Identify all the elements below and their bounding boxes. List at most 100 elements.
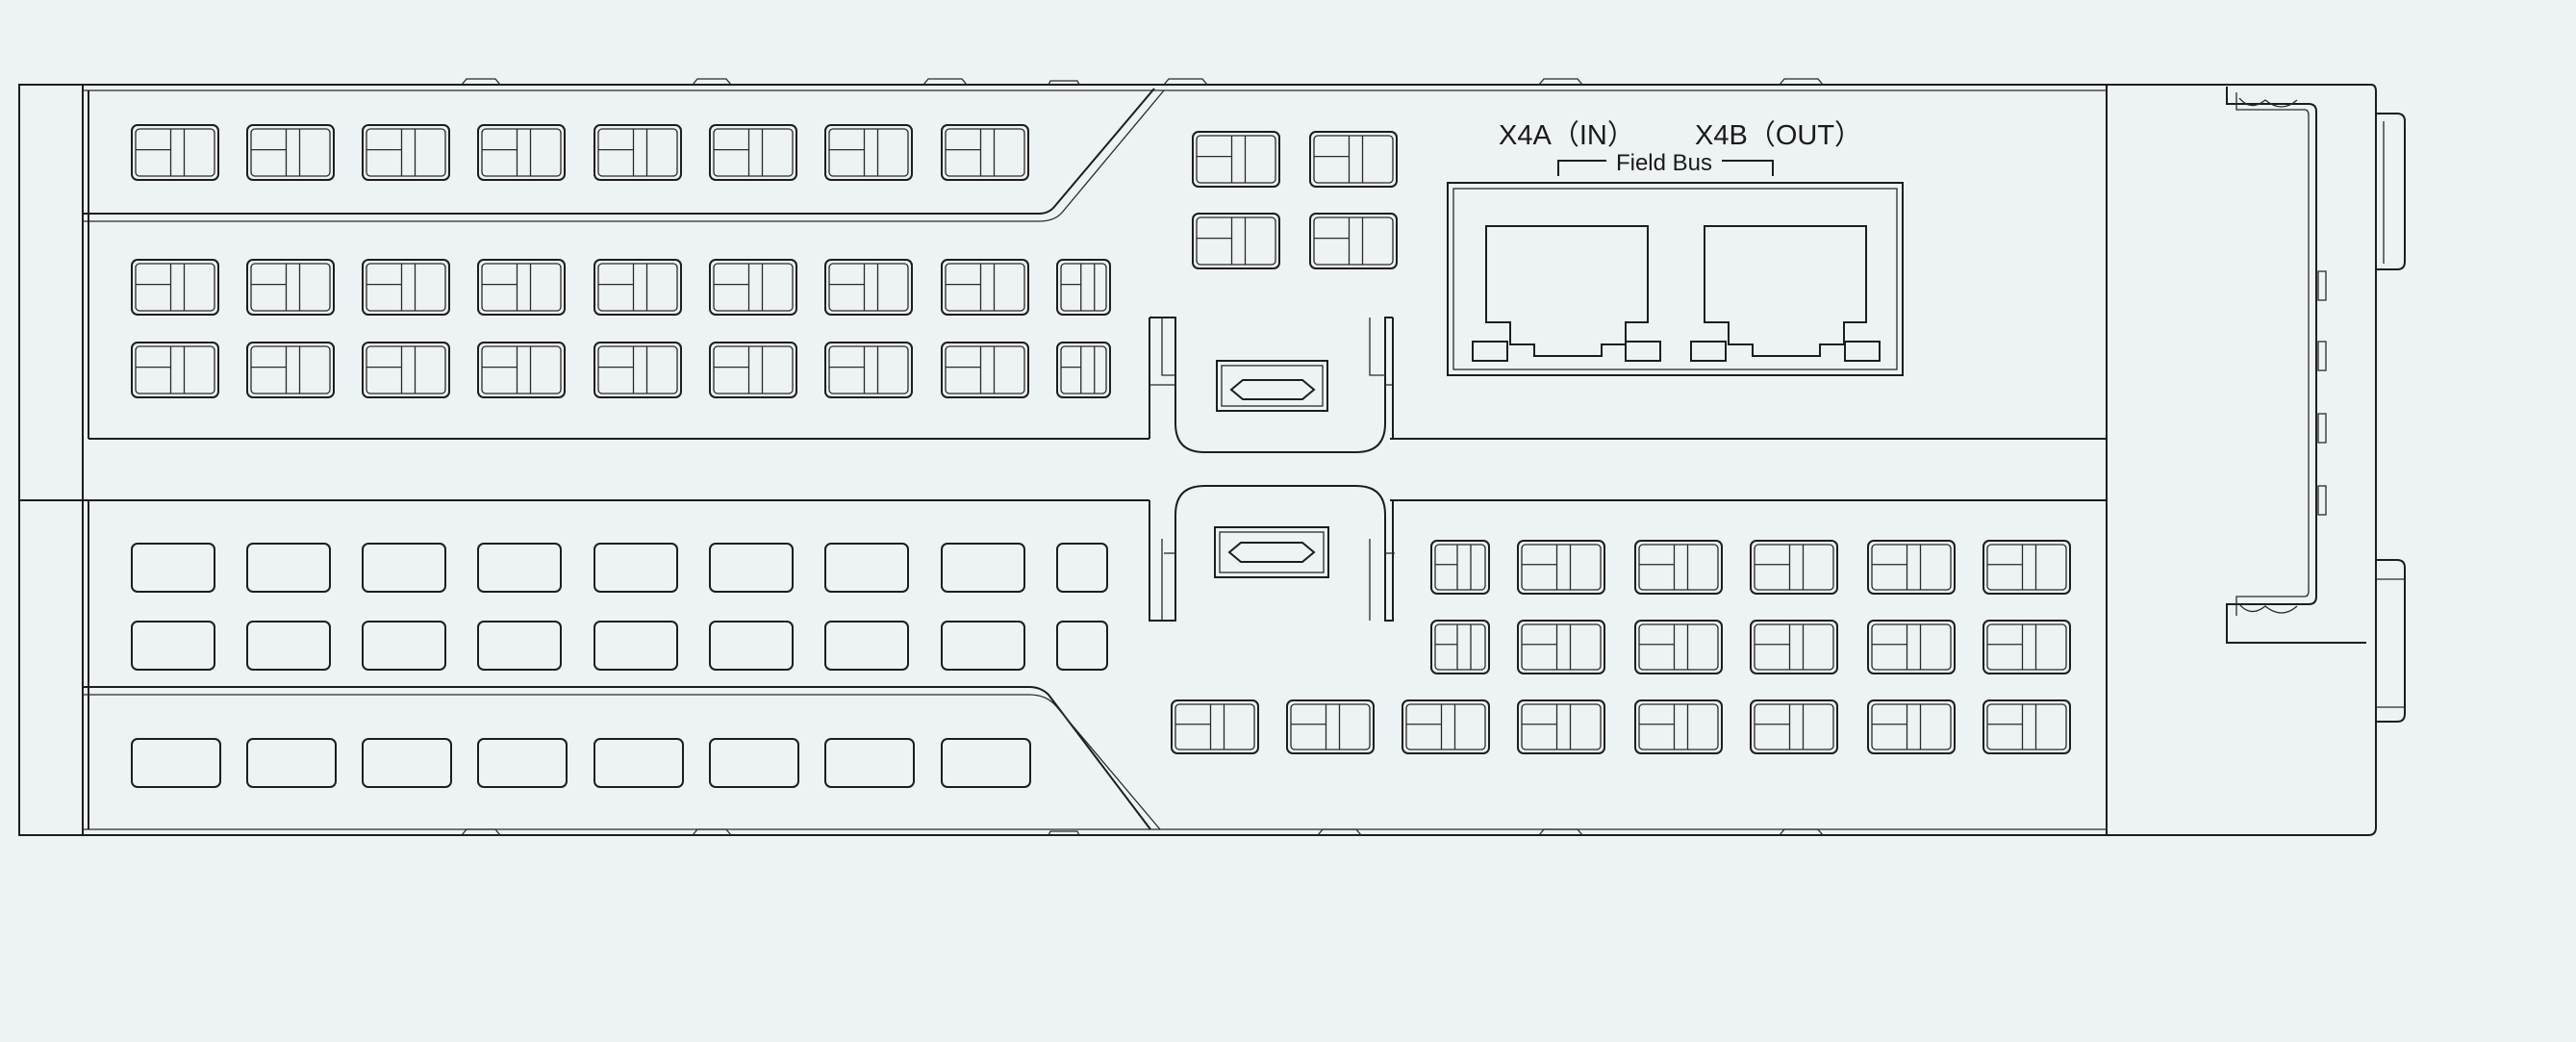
vent-slot <box>477 342 566 398</box>
vent-slot <box>824 124 913 181</box>
ethernet-port-block: X4A（IN） X4B（OUT） Field Bus <box>1447 120 1904 376</box>
vent-slot <box>824 543 909 593</box>
vent-slot-detail <box>1435 624 1472 670</box>
upper-vent-panel <box>83 88 1165 440</box>
vent-slot-detail <box>1755 624 1805 670</box>
vent-slot-detail <box>598 264 648 311</box>
vent-slot <box>1634 699 1723 754</box>
port-b-label: X4B（OUT） <box>1695 120 1862 151</box>
lower-diagonal-panel <box>83 686 1161 830</box>
vent-slot <box>362 342 450 398</box>
vent-slot <box>1634 540 1723 595</box>
vent-slot <box>1056 621 1108 671</box>
vent-slot-detail <box>136 129 186 176</box>
vent-slot <box>246 621 331 671</box>
vent-slot <box>1402 699 1490 754</box>
vent-slot <box>1192 213 1280 269</box>
vent-slot <box>824 738 915 788</box>
vent-slot-inner <box>135 128 215 177</box>
vent-slot <box>709 342 797 398</box>
vent-slot-detail <box>251 346 301 394</box>
vent-slot-detail <box>1061 346 1096 394</box>
vent-slot-inner <box>250 128 331 177</box>
vent-slot <box>593 259 682 316</box>
vent-slot-detail <box>1061 264 1096 311</box>
vent-slot-inner <box>1871 703 1952 750</box>
led-in-right <box>1625 341 1661 362</box>
vent-slot <box>709 543 794 593</box>
bus-label: Field Bus <box>1616 150 1712 176</box>
vent-slot-detail <box>946 264 996 311</box>
vent-slot <box>1309 213 1398 269</box>
vent-slot <box>1192 131 1280 188</box>
vent-slot <box>246 543 331 593</box>
led-in-left <box>1472 341 1508 362</box>
module-housing <box>18 78 2108 836</box>
vent-slot-inner <box>250 345 331 394</box>
vent-slot-inner <box>713 128 794 177</box>
vent-slot <box>709 259 797 316</box>
led-out-left <box>1690 341 1727 362</box>
vent-slot <box>362 124 450 181</box>
center-latch-area <box>1149 317 1395 622</box>
vent-slot <box>1983 540 2071 595</box>
vent-slot <box>362 738 452 788</box>
vent-slot-inner <box>828 263 909 312</box>
vent-slot <box>941 621 1025 671</box>
lower-connector-slot <box>1214 526 1329 578</box>
vent-slot-detail <box>829 129 879 176</box>
vent-slot <box>131 124 219 181</box>
rj45-port-out <box>1704 225 1867 357</box>
vent-slot-inner <box>1871 544 1952 591</box>
vent-slot <box>709 738 799 788</box>
vent-slot <box>1750 540 1838 595</box>
vent-slot <box>593 342 682 398</box>
vent-slot <box>1750 620 1838 674</box>
vent-slot-detail <box>136 264 186 311</box>
vent-slot-inner <box>1638 703 1719 750</box>
vent-slot <box>1634 620 1723 674</box>
vent-slot-inner <box>1754 623 1834 671</box>
vent-slot-detail <box>1987 545 2037 590</box>
middle-separator <box>83 438 2107 829</box>
vent-slot-inner <box>1196 216 1276 266</box>
vent-slot <box>246 259 335 316</box>
vent-slot-inner <box>1521 544 1602 591</box>
vent-slot-detail <box>1314 136 1364 183</box>
vent-slot <box>1517 699 1605 754</box>
vent-slot-detail <box>1872 545 1922 590</box>
vent-slot-inner <box>597 263 678 312</box>
rj45-port-in <box>1485 225 1649 357</box>
vent-slot-detail <box>1522 545 1572 590</box>
vent-slot <box>131 259 219 316</box>
vent-slot-detail <box>1639 624 1689 670</box>
vent-slot-inner <box>597 345 678 394</box>
vent-slot <box>1867 620 1956 674</box>
vent-slot <box>1056 543 1108 593</box>
vent-slot-detail <box>1522 624 1572 670</box>
vent-slot <box>941 124 1029 181</box>
vent-slot <box>1430 540 1490 595</box>
vent-slot <box>824 342 913 398</box>
vent-slot <box>1056 342 1111 398</box>
din-rail-clip <box>2107 84 2406 836</box>
vent-slot-detail <box>1639 545 1689 590</box>
vent-slot <box>1517 620 1605 674</box>
vent-slot-detail <box>482 129 532 176</box>
led-out-right <box>1844 341 1881 362</box>
vent-slot-detail <box>1755 545 1805 590</box>
vent-slot-inner <box>1638 544 1719 591</box>
left-end-cap <box>18 84 84 836</box>
vent-slot-inner <box>1313 135 1394 184</box>
vent-slot-detail <box>946 346 996 394</box>
vent-slot <box>477 124 566 181</box>
vent-slot <box>593 543 678 593</box>
vent-slot <box>1983 620 2071 674</box>
vent-slot-detail <box>1291 704 1341 750</box>
vent-slot-detail <box>829 264 879 311</box>
vent-slot-inner <box>945 263 1025 312</box>
vent-slot <box>246 738 337 788</box>
vent-slot-inner <box>597 128 678 177</box>
vent-slot-inner <box>1060 345 1107 394</box>
vent-slot-inner <box>713 263 794 312</box>
